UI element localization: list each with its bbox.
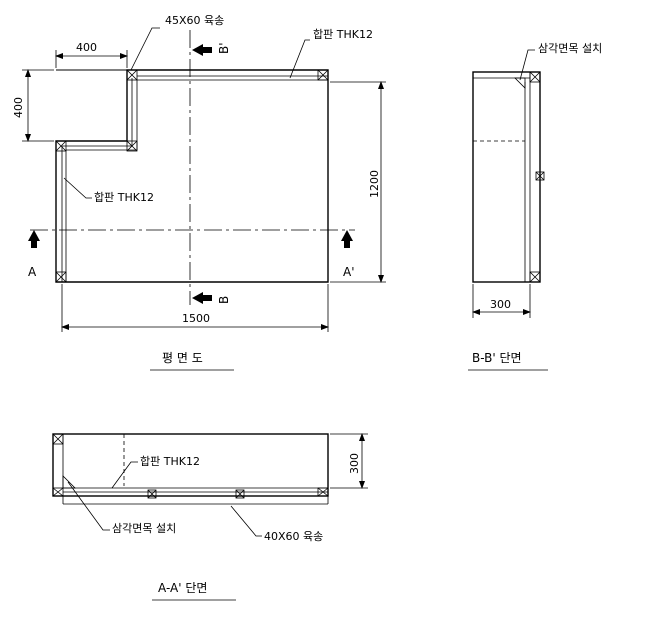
aa-timber-mark [52,433,64,445]
bb-dim-300-label: 300 [490,298,511,311]
aa-label-timber: 40X60 육송 [264,530,323,543]
section-mark-b: B [217,296,231,304]
leader-timber [130,27,160,71]
section-arrow-a-right-tail [344,238,350,248]
timber-marks [55,69,329,283]
aa-dim-300-label: 300 [348,453,361,474]
aa-title: A-A' 단면 [158,581,207,595]
plan-title: 평 면 도 [162,351,203,365]
bb-timber-mark [529,71,541,83]
section-mark-b-prime: B' [217,42,231,54]
aa-timber-mark [147,489,157,499]
leader-plywood-top [289,39,310,79]
aa-timber-mark [52,487,64,497]
aa-timber-mark [317,487,329,497]
aa-leader-triangle [67,481,110,531]
aa-outline [52,433,329,497]
section-mark-a: A [28,265,37,279]
bb-title: B-B' 단면 [472,351,522,365]
label-plywood-left-plan: 합판 THK12 [94,191,154,204]
label-plywood-top-plan: 합판 THK12 [313,28,373,41]
label-timber-plan: 45X60 육송 [165,14,224,27]
bb-timber-mark [535,171,545,181]
bb-leader-triangle [519,49,535,81]
section-bb: 300 삼각면목 설치 B-B' 단면 [468,42,602,371]
section-arrow-b-top-tail [200,47,212,53]
bb-triangle-fillet [514,77,526,89]
dim-400-left-label: 400 [12,97,25,118]
bb-timber-mark [529,271,541,283]
aa-label-plywood: 합판 THK12 [140,455,200,468]
dim-1500-label: 1500 [182,312,210,325]
leader-plywood-left [63,177,92,199]
bb-label-triangle: 삼각면목 설치 [538,42,602,55]
section-arrow-b-bottom-tail [200,295,212,301]
section-aa: 300 합판 THK12 삼각면목 설치 40X60 육송 A-A' 단면 [52,433,368,601]
plan-view: 400 400 1200 1500 45X60 육송 합판 THK12 합판 T… [12,14,386,371]
section-mark-a-prime: A' [343,265,355,279]
aa-leader-timber [230,505,262,537]
section-arrow-a-left-tail [31,238,37,248]
plan-outline [55,69,329,283]
aa-label-triangle: 삼각면목 설치 [112,522,176,535]
bb-outline [472,71,541,283]
dim-1200-label: 1200 [368,170,381,198]
dim-400-top-label: 400 [76,41,97,54]
plan-upper-box [56,69,128,142]
aa-triangle-fillet [62,475,76,489]
aa-leader-plywood [111,461,138,489]
aa-timber-mark [235,489,245,499]
